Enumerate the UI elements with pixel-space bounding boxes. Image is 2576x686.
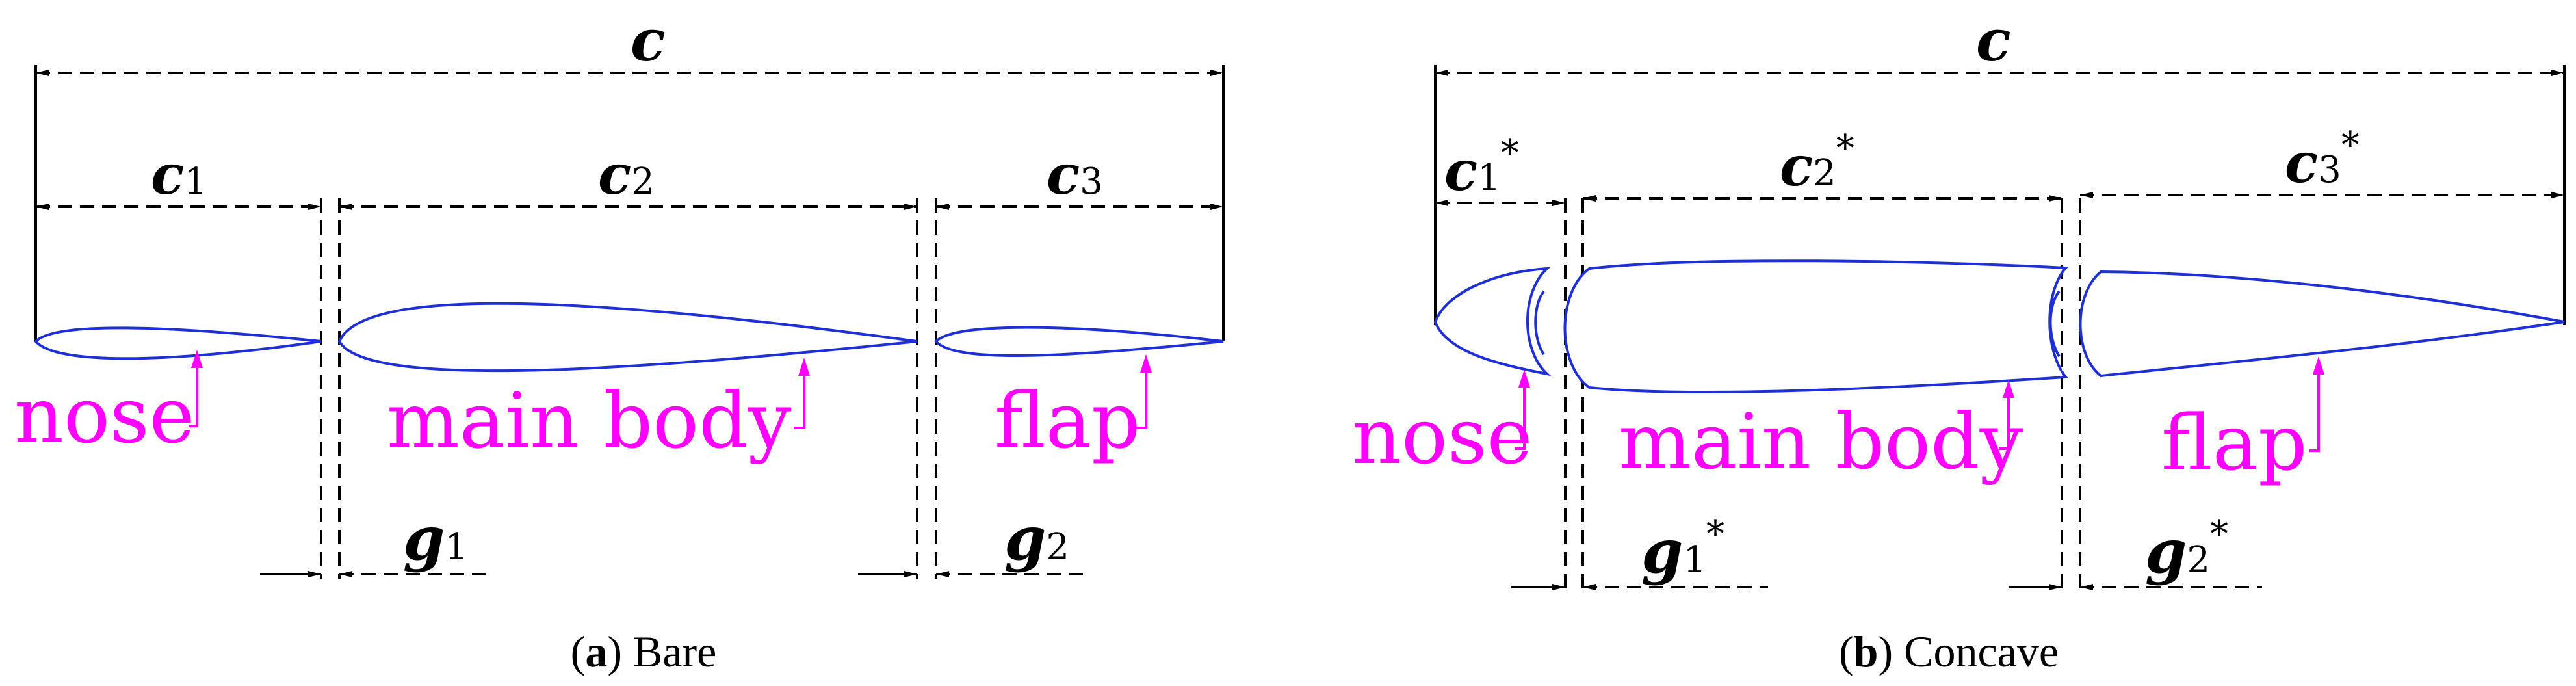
nose-pointer-b [1515,385,1526,450]
nose-pointer-head [191,350,203,368]
c1-star-label: c1* [1444,132,1519,203]
flap-pointer-head-b [2313,356,2324,375]
nose-concave-edge [1534,290,1545,356]
main-body-pointer-head-b [2003,380,2014,398]
g1-star-label: g1* [1641,513,1724,587]
panel-a-bare: c c1 c2 c3 nose main body flap g1 g2 (a)… [14,7,1225,676]
g2-star-label: g2* [2145,513,2228,587]
c2-label: c2 [598,142,655,207]
main-body-segment [337,302,918,373]
chord-label-b: c [1976,7,2011,74]
nose-segment-b [1433,267,1552,376]
main-concave-edge [2049,290,2061,358]
nose-label-b: nose [1352,391,1532,481]
flap-label: flap [995,376,1141,466]
nose-segment [34,326,322,360]
nose-pointer [189,364,198,427]
main-body-pointer [794,372,805,429]
main-body-label-b: main body [1619,397,2023,486]
flap-pointer-b [2309,372,2320,452]
main-body-segment-b [1563,259,2069,393]
main-body-label: main body [387,376,792,466]
flap-label-b: flap [2161,398,2308,488]
c2-star-label: c2* [1780,127,1854,198]
flap-segment [934,326,1224,357]
chord-label: c [631,7,666,74]
main-body-pointer-b [1999,395,2010,450]
caption-b: (b) Concave [1839,627,2059,676]
panel-b-concave: c c1* c2* c3* nose main body flap g1* g2 [1352,7,2566,676]
flap-segment-b [2079,270,2565,378]
flap-pointer [1136,368,1147,429]
c1-label: c1 [151,142,207,207]
c3-label: c3 [1047,142,1103,207]
nose-label: nose [14,371,194,460]
g2-label: g2 [1004,503,1069,574]
flap-pointer-head [1140,354,1152,373]
nose-pointer-head-b [1518,369,1530,388]
g1-label: g1 [403,503,468,574]
caption-a: (a) Bare [571,627,717,676]
c3-star-label: c3* [2285,124,2360,195]
main-body-pointer-head [798,358,810,376]
